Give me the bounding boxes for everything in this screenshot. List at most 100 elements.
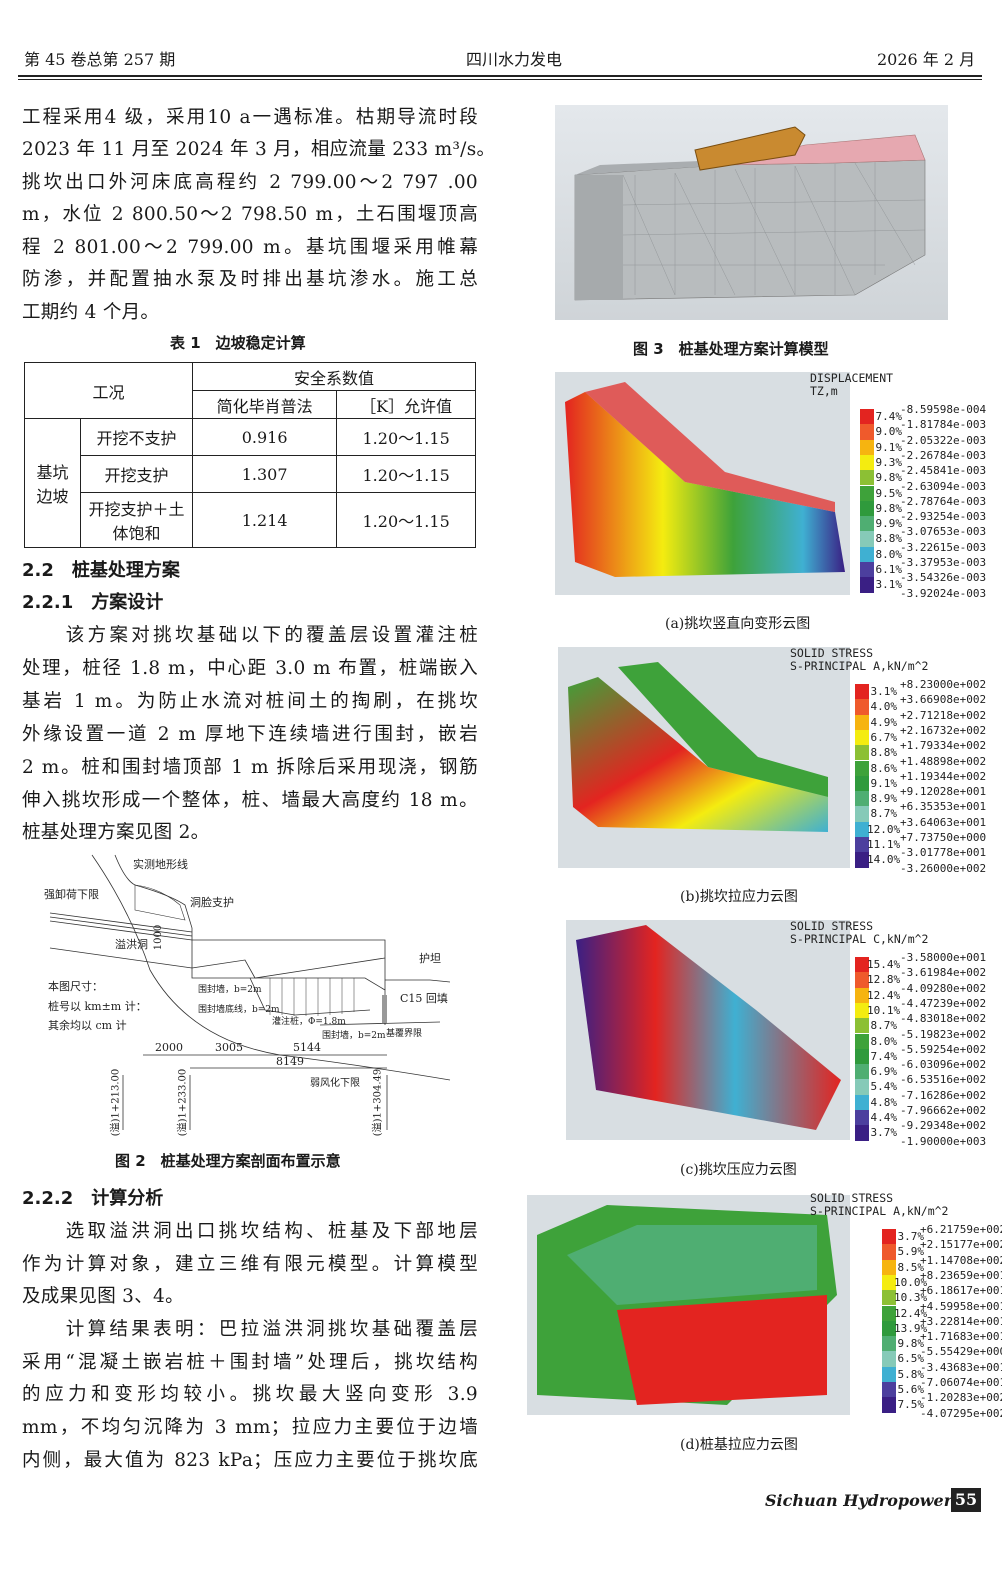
cell-value: 1.214	[191, 492, 338, 548]
legend-swatch	[860, 562, 874, 578]
legend-swatch	[855, 1048, 869, 1065]
legend-percent: 12.8%	[867, 973, 901, 987]
text-line: 防渗，并配置抽水泵及时排出基坑渗水。施工总	[22, 269, 478, 290]
legend-percent: 5.4%	[870, 1080, 898, 1094]
legend-percent: 7.5%	[897, 1398, 925, 1412]
plot-c-compressive-stress	[566, 920, 850, 1140]
legend-value: +2.16732e+002	[900, 723, 987, 737]
legend-value: -7.16286e+002	[900, 1088, 987, 1102]
dim-8149: 8149	[276, 1055, 304, 1068]
legend-value: -3.54326e-003	[900, 571, 987, 585]
note-line: 桩号以 km±m 计：	[48, 1000, 147, 1013]
legend-value: -2.26784e-003	[900, 448, 987, 462]
legend-value: +1.48898e+002	[900, 754, 987, 768]
legend-swatch	[855, 987, 869, 1003]
text-line: 工程采用4 级，采用10 a一遇标准。枯期导流时段	[22, 107, 478, 128]
legend-swatch	[855, 806, 869, 822]
text-line: 处理，桩径 1.8 m，中心距 3.0 m 布置，桩端嵌入	[22, 658, 478, 679]
legend-percent: 6.1%	[875, 563, 903, 576]
plot-c-caption: (c)挑坎压应力云图	[680, 1162, 797, 1178]
legend-swatch	[855, 837, 869, 853]
legend-swatch	[855, 1033, 869, 1049]
plot-b-caption: (b)挑坎拉应力云图	[680, 889, 798, 905]
label-spillway: 溢洪洞	[115, 938, 148, 951]
label-pile: 灌注桩，Φ=1.8m	[272, 1017, 346, 1027]
legend-percent: 8.9%	[870, 792, 898, 806]
legend-percent: 6.7%	[870, 730, 898, 744]
legend-swatch	[860, 439, 874, 455]
legend-percent: 9.1%	[870, 776, 898, 790]
legend-percent: 8.7%	[870, 1019, 898, 1033]
plot-a-caption: (a)挑坎竖直向变形云图	[665, 616, 811, 632]
label-apron: 护坦	[419, 952, 441, 965]
legend-value: +3.64063e+001	[900, 815, 987, 829]
legend-value: +4.59958e+001	[920, 1299, 1002, 1313]
text-line: 伸入挑坎形成一个整体，桩、墙最大高度约 18 m。	[22, 790, 478, 811]
legend-value: -3.92024e-003	[900, 586, 987, 600]
legend-swatch	[860, 516, 874, 532]
plot-d-pile-tensile-stress	[527, 1195, 850, 1415]
text-line: 2 m。桩和围封墙顶部 1 m 拆除后采用现浇，钢筋	[22, 757, 478, 778]
cell-allow: 1.20～1.15	[336, 418, 476, 456]
legend-swatch	[855, 1125, 869, 1141]
legend-percent: 9.0%	[875, 425, 903, 439]
cell-case: 开挖支护	[80, 455, 193, 493]
legend-value: -8.59598e-004	[900, 403, 987, 416]
legend-percent: 3.1%	[875, 578, 903, 592]
cell-case: 开挖支护＋土体饱和	[80, 492, 193, 548]
legend-value: +6.35353e+001	[900, 800, 987, 814]
figure-2-caption: 图 2 桩基处理方案剖面布置示意	[115, 1152, 341, 1170]
text-line: 挑坎出口外河床底高程约 2 799.00～2 797 .00	[22, 172, 478, 193]
legend-value: -5.19823e+002	[900, 1027, 987, 1041]
heading-2-2-2: 2.2.2 计算分析	[22, 1188, 164, 1209]
legend-swatch	[860, 546, 874, 562]
legend-title: SOLID STRESS S-PRINCIPAL A,kN/m^2	[790, 646, 929, 673]
col-group: 安全系数值	[192, 362, 476, 391]
legend-percent: 8.0%	[870, 1034, 898, 1048]
legend-swatch	[855, 1110, 869, 1126]
dim-5144: 5144	[293, 1041, 321, 1054]
legend-swatch	[882, 1351, 896, 1367]
legend-value: -3.26000e+002	[900, 861, 987, 875]
text-line: 2023 年 11 月至 2024 年 3 月，相应流量 233 m³/s。	[22, 139, 496, 160]
text-line: 基岩 1 m。为防止水流对桩间土的掏刷，在挑坎	[22, 691, 478, 712]
legend-title: SOLID STRESS S-PRINCIPAL C,kN/m^2	[790, 919, 929, 946]
legend-value: -3.61984e+002	[900, 966, 987, 980]
text-line: 采用“混凝土嵌岩桩＋围封墙”处理后，挑坎结构	[22, 1352, 478, 1373]
legend-swatch	[860, 470, 874, 486]
legend-value: +9.12028e+001	[900, 785, 987, 799]
legend-percent: 12.4%	[894, 1306, 928, 1320]
legend-value: -3.07653e-003	[900, 525, 987, 539]
legend-percent: 3.7%	[897, 1230, 925, 1243]
legend-value: -7.96662e+002	[900, 1104, 987, 1117]
legend-value: +8.23659e+001	[920, 1268, 1002, 1282]
cell-allow: 1.20～1.15	[336, 492, 476, 548]
text-line: 作为计算对象，建立三维有限元模型。计算模型	[22, 1254, 478, 1275]
cell-value: 0.916	[191, 418, 338, 456]
legend-title: SOLID STRESS S-PRINCIPAL A,kN/m^2	[810, 1191, 949, 1218]
legend-percent: 4.8%	[870, 1095, 898, 1109]
text-line: 外缘设置一道 2 m 厚地下连续墙进行围封，嵌岩	[22, 724, 478, 745]
cell-case: 开挖不支护	[80, 418, 193, 456]
footer-journal: Sichuan Hydropower	[765, 1491, 953, 1510]
header-date: 2026 年 2 月	[877, 50, 976, 69]
legend-percent: 4.9%	[870, 715, 898, 729]
legend-swatch	[855, 745, 869, 761]
legend-swatch	[882, 1397, 896, 1413]
plot-b-tensile-stress	[558, 647, 850, 868]
legend-value: -7.06074e+001	[920, 1376, 1002, 1389]
legend-value: -9.29348e+002	[900, 1119, 987, 1133]
legend-percent: 6.5%	[897, 1352, 925, 1366]
row-group: 基坑边坡	[24, 418, 81, 548]
legend-value: -4.47239e+002	[900, 996, 987, 1010]
figure-3-fem-model	[555, 105, 948, 320]
legend-swatch	[855, 791, 869, 807]
legend-value: +6.18617e+001	[920, 1284, 1002, 1298]
legend-swatch	[855, 699, 869, 715]
heading-2-2: 2.2 桩基处理方案	[22, 560, 180, 581]
legend-value: -2.45841e-003	[900, 464, 987, 478]
label-portal-support: 洞脸支护	[190, 896, 234, 909]
legend-swatch	[855, 1064, 869, 1080]
